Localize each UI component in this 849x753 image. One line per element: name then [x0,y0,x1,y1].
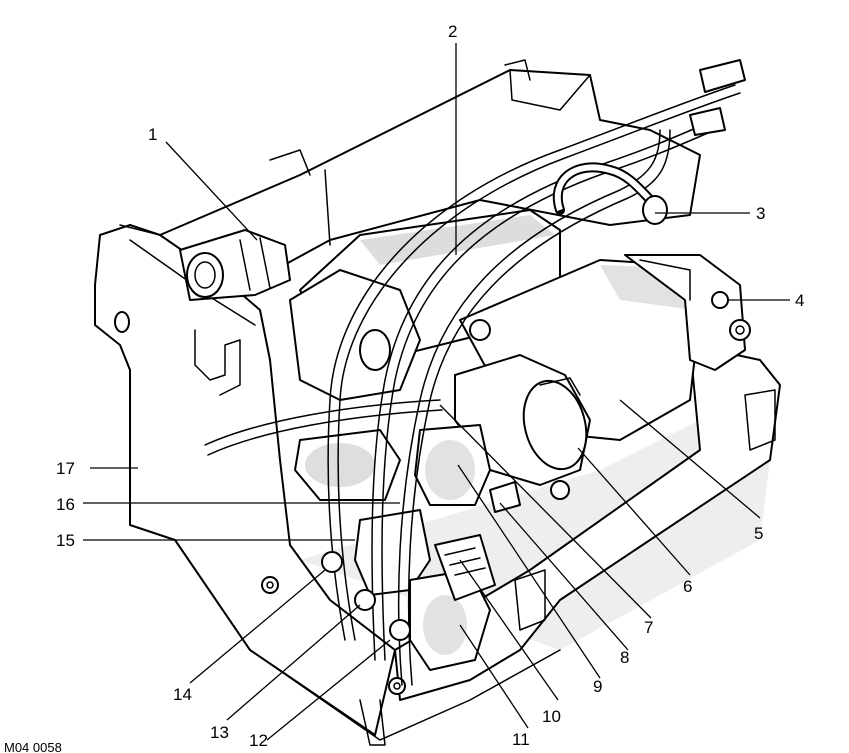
callout-17: 17 [56,459,75,478]
callout-15: 15 [56,531,75,550]
air-pipes-drawing [204,59,746,686]
callout-9: 9 [593,677,602,696]
leader-lines [83,43,790,741]
callout-12: 12 [249,731,268,750]
callout-11: 11 [512,730,530,749]
callout-3: 3 [756,204,765,223]
reference-code: M04 0058 [4,740,62,753]
callout-7: 7 [644,618,653,637]
callout-1: 1 [148,125,157,144]
callout-10: 10 [542,707,561,726]
callout-5: 5 [754,524,763,543]
callout-16: 16 [56,495,75,514]
callout-13: 13 [210,723,229,742]
callout-4: 4 [795,291,804,310]
callout-labels: 1 2 3 4 5 6 7 8 9 10 11 12 13 14 15 16 1… [56,22,804,750]
callout-14: 14 [173,685,192,704]
callout-6: 6 [683,577,692,596]
callout-8: 8 [620,648,629,667]
callout-2: 2 [448,22,457,41]
